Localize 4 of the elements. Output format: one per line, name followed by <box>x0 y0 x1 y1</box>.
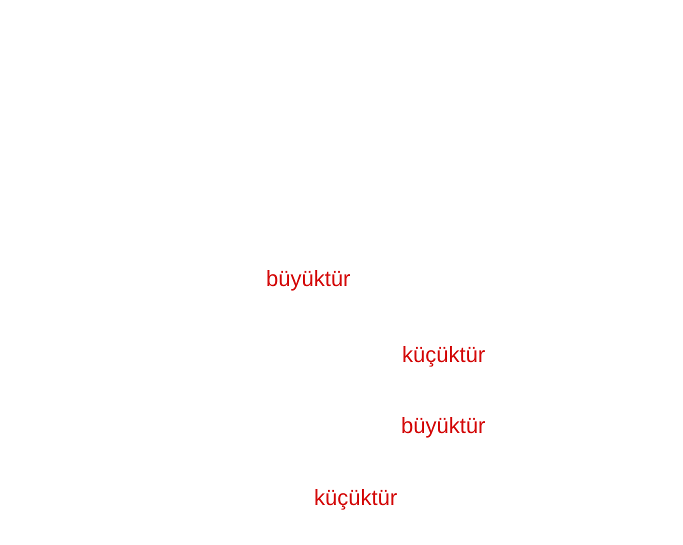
comparison-label: küçüktür <box>314 487 398 509</box>
comparison-label: büyüktür <box>266 268 350 290</box>
comparison-label: büyüktür <box>401 415 486 437</box>
comparison-label: küçüktür <box>402 344 486 366</box>
